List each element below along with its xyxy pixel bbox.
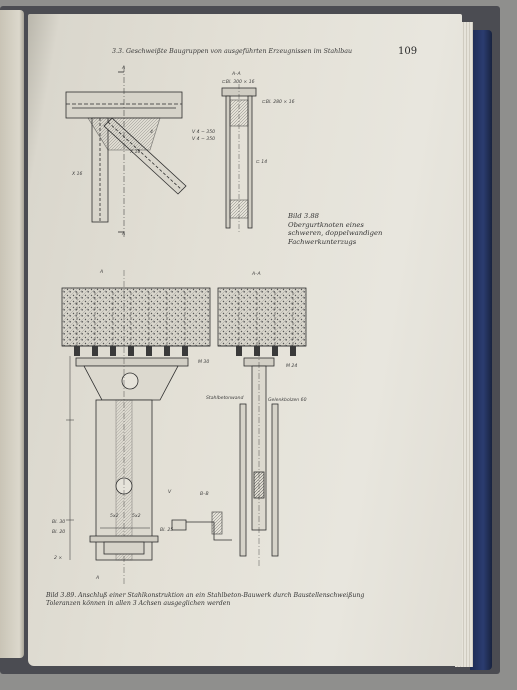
fig389-weld-mark-label: V xyxy=(168,490,172,495)
fig388-rib-diag-label: X 16 xyxy=(130,150,141,155)
figure-388-drawing xyxy=(65,66,257,238)
cut-marker-a-bottom-389: A xyxy=(96,576,100,581)
fig389-dim-a-label: Bl. 30 xyxy=(52,520,66,525)
fig389-dim-e-label: 5x2 xyxy=(110,514,119,519)
caption-line: schweren, doppelwandigen xyxy=(288,229,383,238)
caption-line: Fachwerkunterzugs xyxy=(288,238,357,247)
fig388-section-label: A–A xyxy=(232,72,241,77)
figure-388-caption: Bild 3.88 Obergurtknoten eines schweren,… xyxy=(288,212,408,247)
book-cover-edge xyxy=(470,30,492,670)
running-head: 3.3. Geschweißte Baugruppen von ausgefüh… xyxy=(112,48,353,55)
fig389-dim-f-label: 5x2 xyxy=(132,514,141,519)
cut-marker-a-top: A xyxy=(122,66,126,71)
page-number: 109 xyxy=(398,46,418,57)
fig389-anchor-label: Gelenkbolzen 60 xyxy=(268,398,307,403)
fig388-weld-c-label: ⊏ 14 xyxy=(256,160,268,165)
caption-line: Toleranzen können in allen 3 Achsen ausg… xyxy=(46,599,231,607)
fig389-section-label: A–A xyxy=(252,272,261,277)
fig389-section-bb-label: B–B xyxy=(200,492,209,497)
caption-line: Obergurtknoten eines xyxy=(288,220,364,229)
figure-389-caption: Bild 3.89. Anschluß einer Stahlkonstrukt… xyxy=(46,592,386,608)
fig388-weld-b-label: V 4 − 350 xyxy=(192,137,216,142)
fig388-plate-side-label: ⊏Bl. 280 × 16 xyxy=(262,100,295,105)
fig388-plate-top-label: ⊏Bl. 300 × 16 xyxy=(222,80,255,85)
fig389-bolt-right-label: M 24 xyxy=(286,364,298,369)
fig388-weld-d-label: 4 xyxy=(150,130,153,135)
fig389-dim-c-label: Bl. 25 xyxy=(160,528,174,533)
fig389-dim-d-label: 2 × xyxy=(54,556,63,561)
fig388-rib-left-label: X 16 xyxy=(72,172,83,177)
figure-389-drawing xyxy=(61,270,307,584)
fig389-wall-label: Stahlbetonwand xyxy=(206,396,244,401)
left-page-edge xyxy=(0,10,24,658)
fig389-dim-b-label: Bl. 20 xyxy=(52,530,66,535)
cut-marker-a-bottom: A xyxy=(122,232,126,237)
fig389-bolt-size-label: M 30 xyxy=(198,360,210,365)
cut-marker-a-top-389: A xyxy=(100,270,104,275)
caption-line: Bild 3.88 xyxy=(288,212,319,220)
fig388-weld-a-label: V 4 − 350 xyxy=(192,130,216,135)
caption-line: Bild 3.89. Anschluß einer Stahlkonstrukt… xyxy=(46,592,365,599)
